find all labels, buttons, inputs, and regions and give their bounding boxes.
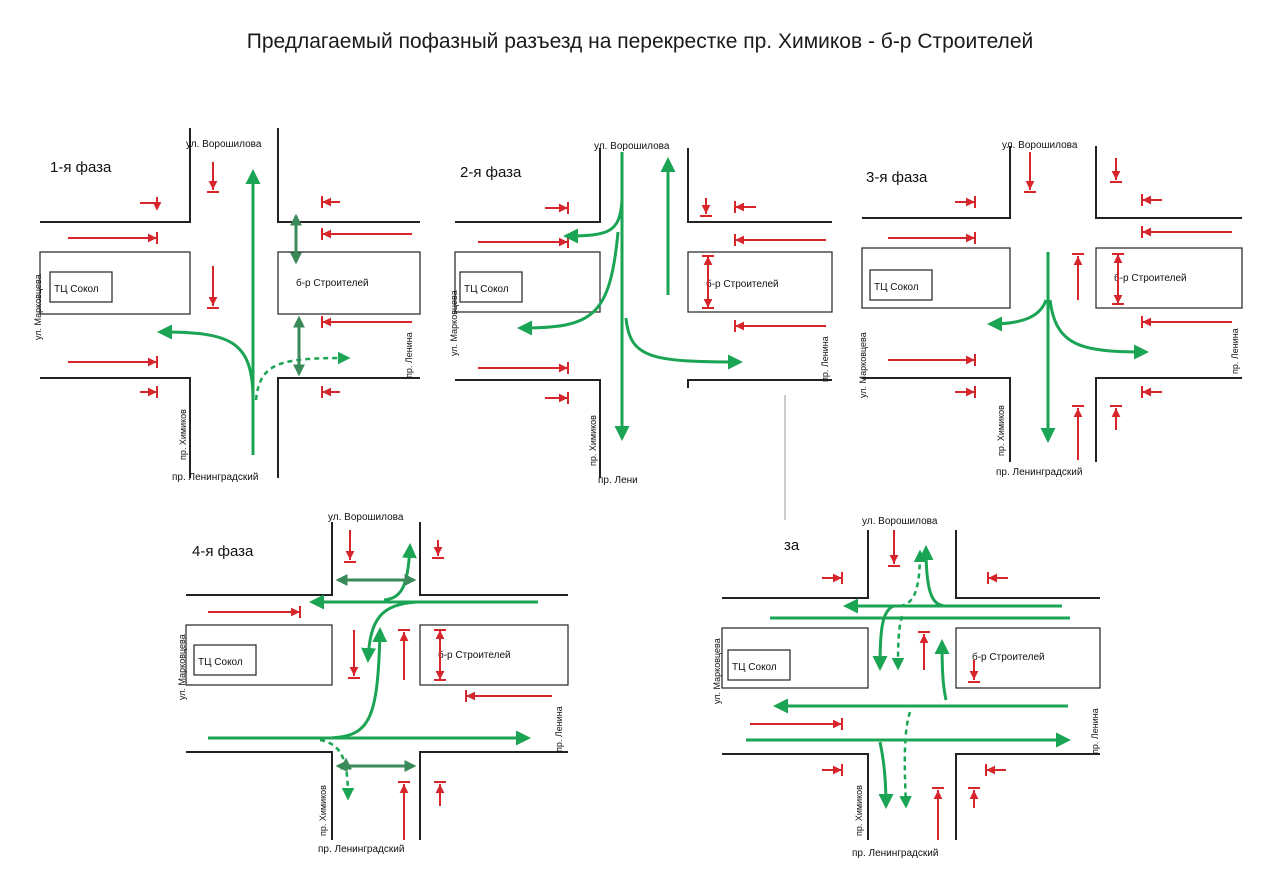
west-street-label: ул. Марковцева xyxy=(177,634,187,700)
page-title: Предлагаемый пофазный разъезд на перекре… xyxy=(246,30,1034,53)
phase-1: 1-я фаза ул. Ворошилова пр. Ленинградски… xyxy=(33,128,421,483)
phase-4: 4-я фаза ул. Ворошилова пр. Ленинградски… xyxy=(177,512,569,855)
north-street-label: ул. Ворошилова xyxy=(862,516,938,527)
east-street-label: б-р Строителей xyxy=(1114,272,1187,284)
go-arrows xyxy=(746,545,1071,809)
east-street-label: б-р Строителей xyxy=(296,277,369,289)
south-street-label: пр. Ленинградский xyxy=(996,467,1082,478)
mall-label: ТЦ Сокол xyxy=(732,662,777,673)
phase-2: 2-я фаза ул. Ворошилова пр. Лени ТЦ Соко… xyxy=(449,141,833,520)
south-street-label: пр. Ленинградский xyxy=(172,472,258,483)
mall-label: ТЦ Сокол xyxy=(464,284,509,295)
east-street-label: б-р Строителей xyxy=(438,649,511,661)
south-left-label: пр. Химиков xyxy=(588,415,598,466)
stop-arrows xyxy=(208,530,552,840)
south-left-label: пр. Химиков xyxy=(178,409,188,460)
go-arrows xyxy=(208,543,538,801)
stop-arrows xyxy=(478,198,826,404)
west-street-label: ул. Марковцева xyxy=(712,638,722,704)
south-left-label: пр. Химиков xyxy=(854,785,864,836)
north-street-label: ул. Ворошилова xyxy=(186,139,262,150)
go-arrows xyxy=(987,252,1149,443)
west-street-label: ул. Марковцева xyxy=(449,290,459,356)
phase-label: 1-я фаза xyxy=(50,159,112,176)
phase-5: за ул. Ворошилова пр. Ленинградский ТЦ С… xyxy=(712,516,1101,859)
east-right-label: пр. Ленина xyxy=(1230,328,1240,374)
east-right-label: пр. Ленина xyxy=(820,336,830,382)
mall-label: ТЦ Сокол xyxy=(54,284,99,295)
stop-arrows xyxy=(888,152,1232,460)
stop-arrows xyxy=(750,530,1008,840)
south-left-label: пр. Химиков xyxy=(318,785,328,836)
east-right-label: пр. Ленина xyxy=(554,706,564,752)
go-arrows xyxy=(157,169,351,455)
phase-3: 3-я фаза ул. Ворошилова пр. Ленинградски… xyxy=(858,140,1243,478)
east-street-label: б-р Строителей xyxy=(706,278,779,290)
phase-label: 2-я фаза xyxy=(460,164,522,181)
phase-label: 3-я фаза xyxy=(866,169,928,186)
east-right-label: пр. Ленина xyxy=(404,332,414,378)
east-street-label: б-р Строителей xyxy=(972,651,1045,663)
west-street-label: ул. Марковцева xyxy=(33,274,43,340)
go-arrows xyxy=(517,152,743,441)
mall-label: ТЦ Сокол xyxy=(198,657,243,668)
west-street-label: ул. Марковцева xyxy=(858,332,868,398)
roads xyxy=(861,146,1243,462)
phase-label: за xyxy=(784,537,800,554)
north-street-label: ул. Ворошилова xyxy=(328,512,404,523)
mall-label: ТЦ Сокол xyxy=(874,282,919,293)
south-street-label: пр. Ленинградский xyxy=(852,848,938,859)
south-street-label: пр. Ленинградский xyxy=(318,844,404,855)
roads xyxy=(721,530,1101,840)
roads xyxy=(454,148,833,520)
roads xyxy=(185,522,569,840)
south-left-label: пр. Химиков xyxy=(996,405,1006,456)
north-street-label: ул. Ворошилова xyxy=(1002,140,1078,151)
north-street-label: ул. Ворошилова xyxy=(594,141,670,152)
east-right-label: пр. Ленина xyxy=(1090,708,1100,754)
south-street-label: пр. Лени xyxy=(598,475,638,486)
phase-label: 4-я фаза xyxy=(192,543,254,560)
roads xyxy=(39,128,421,478)
stop-arrows xyxy=(68,162,412,398)
